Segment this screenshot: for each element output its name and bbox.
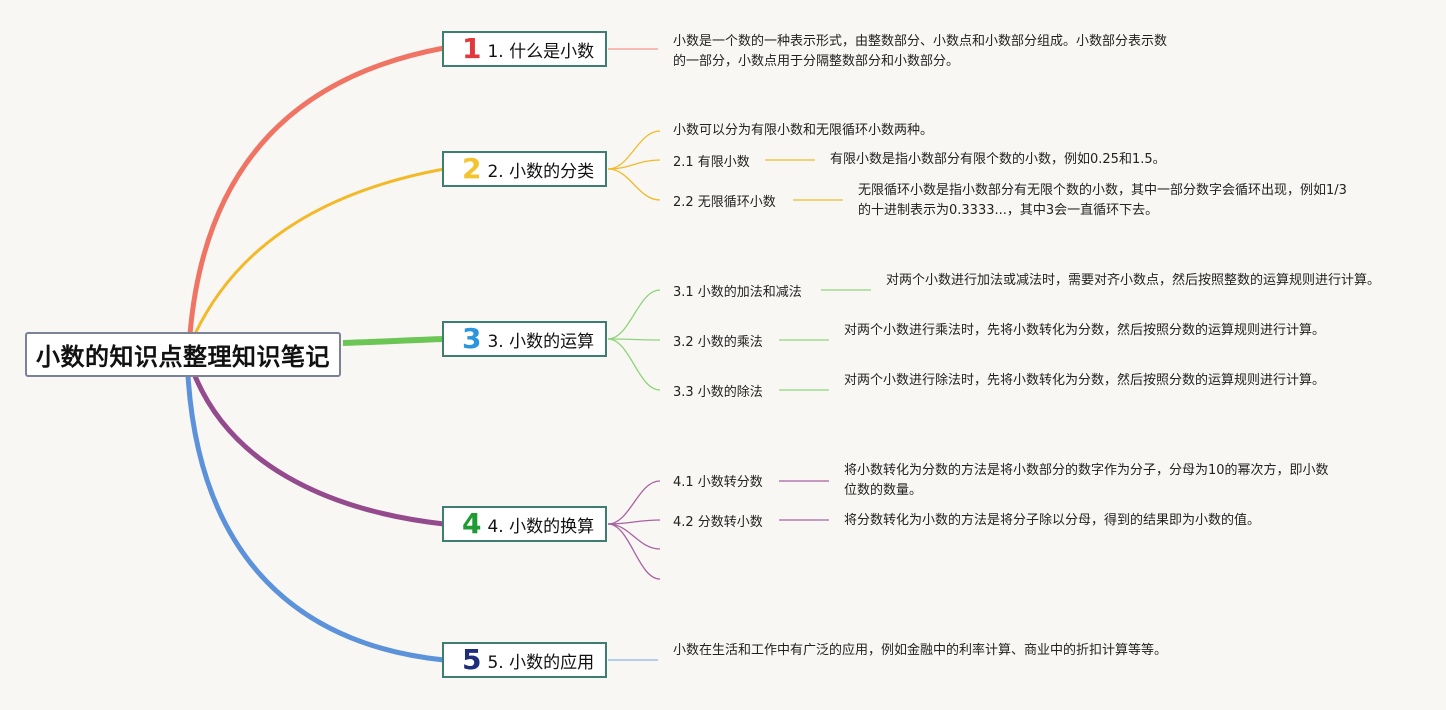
- subtopic-multiply[interactable]: 3.2 小数的乘法: [673, 335, 763, 350]
- number-four-icon: 4: [462, 507, 482, 540]
- topic-decimal-applications[interactable]: 5 5. 小数的应用: [442, 642, 607, 678]
- description-text[interactable]: 小数在生活和工作中有广泛的应用，例如金融中的利率计算、商业中的折扣计算等等。: [673, 643, 1168, 658]
- topic-label: 4. 小数的换算: [487, 516, 595, 537]
- topic-decimal-conversion[interactable]: 4 4. 小数的换算: [442, 506, 607, 542]
- description-text[interactable]: 小数是一个数的一种表示形式，由整数部分、小数点和小数部分组成。小数部分表示数的一…: [673, 34, 1168, 69]
- number-three-icon: 3: [462, 322, 482, 355]
- fan-line-3-b: [607, 338, 661, 341]
- subtopic-finite-decimal[interactable]: 2.1 有限小数: [673, 155, 750, 170]
- description-text[interactable]: 对两个小数进行除法时，先将小数转化为分数，然后按照分数的运算规则进行计算。: [844, 373, 1326, 388]
- central-topic[interactable]: 小数的知识点整理知识笔记: [25, 332, 341, 377]
- number-five-icon: 5: [462, 643, 482, 676]
- subtopic-divide[interactable]: 3.3 小数的除法: [673, 385, 763, 400]
- branch-line-4: [192, 375, 445, 527]
- description-text[interactable]: 无限循环小数是指小数部分有无限个数的小数，其中一部分数字会循环出现，例如1/3的…: [858, 183, 1347, 218]
- branch-line-3: [342, 336, 445, 346]
- fan-line-3-c: [607, 338, 661, 391]
- fan-line-2-b: [607, 159, 661, 170]
- description-text[interactable]: 对两个小数进行加法或减法时，需要对齐小数点，然后按照整数的运算规则进行计算。: [886, 273, 1381, 288]
- number-one-icon: 1: [462, 32, 482, 65]
- branch-line-2: [193, 167, 445, 335]
- fan-line-2-a: [607, 130, 661, 170]
- topic-decimal-classification[interactable]: 2 2. 小数的分类: [442, 151, 607, 187]
- subtopic-repeating-decimal[interactable]: 2.2 无限循环小数: [673, 195, 776, 210]
- description-text[interactable]: 将分数转化为小数的方法是将分子除以分母，得到的结果即为小数的值。: [844, 513, 1261, 528]
- topic-label: 1. 什么是小数: [487, 41, 595, 62]
- number-two-icon: 2: [462, 152, 482, 185]
- topic-decimal-operations[interactable]: 3 3. 小数的运算: [442, 321, 607, 357]
- branch-line-1: [187, 45, 445, 335]
- description-text[interactable]: 对两个小数进行乘法时，先将小数转化为分数，然后按照分数的运算规则进行计算。: [844, 323, 1326, 338]
- topic-what-is-decimal[interactable]: 1 1. 什么是小数: [442, 31, 607, 67]
- topic-label: 3. 小数的运算: [487, 331, 595, 352]
- topic-label: 5. 小数的应用: [487, 652, 595, 673]
- subtopic-decimal-to-fraction[interactable]: 4.1 小数转分数: [673, 475, 763, 490]
- central-topic-label: 小数的知识点整理知识笔记: [36, 343, 330, 371]
- fan-line-4-a: [607, 480, 661, 525]
- description-text[interactable]: 有限小数是指小数部分有限个数的小数，例如0.25和1.5。: [830, 152, 1166, 167]
- fan-line-3-a: [607, 289, 661, 340]
- fan-line-2-c: [607, 168, 661, 201]
- branch-line-5: [185, 375, 445, 663]
- description-text[interactable]: 小数可以分为有限小数和无限循环小数两种。: [673, 123, 934, 138]
- fan-line-4-c: [607, 523, 661, 550]
- subtopic-add-subtract[interactable]: 3.1 小数的加法和减法: [673, 285, 802, 300]
- fan-line-4-d: [607, 523, 661, 580]
- description-text[interactable]: 将小数转化为分数的方法是将小数部分的数字作为分子，分母为10的幂次方，即小数位数…: [844, 463, 1329, 498]
- topic-label: 2. 小数的分类: [487, 161, 595, 182]
- subtopic-fraction-to-decimal[interactable]: 4.2 分数转小数: [673, 515, 763, 530]
